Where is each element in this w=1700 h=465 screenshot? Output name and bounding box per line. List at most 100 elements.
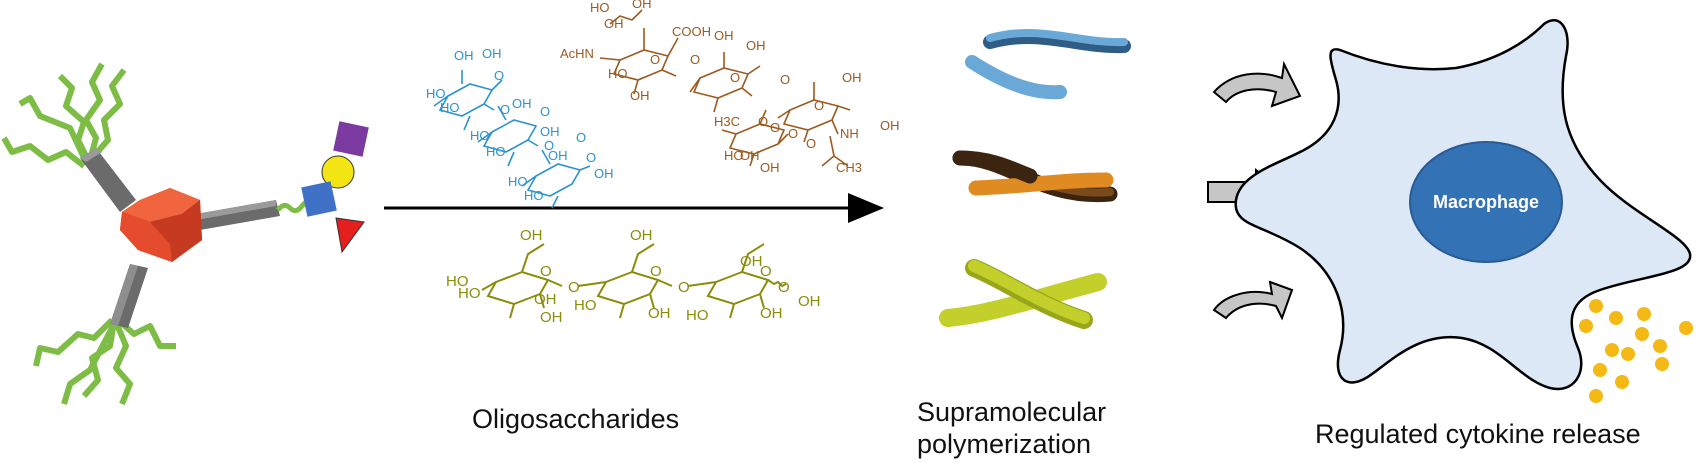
blue-oligosaccharide-structure (433, 70, 591, 209)
atom-label: HO (426, 86, 446, 101)
atom-label: CH3 (836, 160, 862, 175)
atom-label: OH (594, 166, 614, 181)
arm-upper (80, 148, 136, 212)
atom-label: OH (880, 118, 900, 133)
atom-label: O (770, 120, 780, 135)
cytokine-dot (1637, 307, 1651, 321)
atom-label: OH (798, 293, 821, 310)
atom-label: OH (740, 148, 760, 163)
atom-label: O (586, 150, 596, 165)
curved-arrow-lower (1212, 280, 1294, 321)
atom-label: HO (486, 144, 506, 159)
orange-fiber-pair (952, 150, 1118, 203)
atom-label: O (730, 70, 740, 85)
purple-square-icon (333, 121, 369, 157)
arm-lower (110, 264, 148, 328)
atom-label: OH (632, 0, 652, 11)
atom-label: OH (842, 70, 862, 85)
atom-label: HO (590, 0, 610, 15)
atom-label: OH (648, 305, 671, 322)
supramolecular-label-line2: polymerization (917, 429, 1092, 459)
atom-label: O (788, 126, 798, 141)
cytokine-dot (1635, 327, 1649, 341)
atom-label: HO (446, 273, 469, 290)
atom-label: OH (454, 48, 474, 63)
atom-label: O (568, 279, 580, 296)
atom-label: OH (534, 291, 557, 308)
olive-oligosaccharide-labels: OH OH OH HO O O O O O OH HO HO HO OH OH … (446, 227, 821, 326)
atom-label: OH (482, 46, 502, 61)
red-triangle-icon (335, 217, 365, 254)
atom-label: OH (512, 96, 532, 111)
yellow-circle-icon (321, 155, 355, 189)
atom-label: O (650, 52, 660, 67)
lime-fiber-pair (939, 259, 1107, 329)
atom-label: OH (630, 88, 650, 103)
atom-label: O (758, 114, 768, 129)
atom-label: O (500, 102, 510, 117)
central-core (120, 188, 202, 262)
atom-label: OH (760, 160, 780, 175)
cytokine-dot (1615, 375, 1629, 389)
cytokine-dot (1621, 347, 1635, 361)
blue-oligosaccharide-labels: OH OH HO HO O O OH HO HO O O OH O O OH H… (426, 46, 614, 203)
atom-label: HO (458, 285, 481, 302)
cytokine-dot (1593, 363, 1607, 377)
cytokine-dot (1605, 343, 1619, 357)
atom-label: O (690, 52, 700, 67)
olive-oligosaccharide-structure (481, 243, 787, 319)
supramolecular-label-line1: Supramolecular (917, 397, 1107, 427)
cytokine-dot (1679, 321, 1693, 335)
atom-label: HO (686, 307, 709, 324)
atom-label: OH (630, 227, 653, 244)
atom-label: COOH (672, 24, 711, 39)
atom-label: HO (440, 100, 460, 115)
atom-label: O (678, 279, 690, 296)
cytokine-dot (1653, 339, 1667, 353)
tripodal-molecule (1, 62, 369, 406)
atom-label: OH (714, 28, 734, 43)
blue-square-icon (301, 181, 337, 217)
atom-label: AcHN (560, 46, 594, 61)
arm-right (196, 200, 280, 230)
curved-arrow-upper (1212, 60, 1302, 108)
atom-label: H3C (714, 114, 740, 129)
cytokine-dots (1579, 299, 1693, 403)
atom-label: O (780, 72, 790, 87)
atom-label: HO (524, 188, 544, 203)
atom-label: OH (520, 227, 543, 244)
brown-oligosaccharide-labels: HO OH OH COOH AcHN O OH HO O OH OH O O O… (560, 0, 900, 175)
atom-label: HO (470, 128, 490, 143)
atom-label: O (494, 68, 504, 83)
atom-label: O (814, 98, 824, 113)
atom-label: OH (548, 148, 568, 163)
atom-label: O (778, 279, 790, 296)
brown-oligosaccharide-structure (599, 9, 851, 167)
macrophage-nucleus (1409, 141, 1563, 263)
macrophage-label: Macrophage (1433, 192, 1539, 212)
oligosaccharides-label: Oligosaccharides (472, 404, 680, 434)
blue-fiber-pair (965, 29, 1131, 100)
alkyl-chains-lower (33, 317, 176, 406)
alkyl-chains-upper (1, 62, 127, 169)
atom-label: O (540, 104, 550, 119)
atom-label: O (760, 263, 772, 280)
cytokine-dot (1589, 389, 1603, 403)
atom-label: NH (840, 126, 859, 141)
supramolecular-polymerization-label: Supramolecular polymerization (917, 396, 1106, 460)
atom-label: OH (540, 124, 560, 139)
atom-label: HO (508, 174, 528, 189)
cytokine-dot (1655, 357, 1669, 371)
atom-label: O (544, 138, 554, 153)
cytokine-dot (1579, 319, 1593, 333)
atom-label: HO (724, 148, 744, 163)
atom-label: O (576, 130, 586, 145)
cytokine-dot (1609, 311, 1623, 325)
cytokine-dot (1589, 299, 1603, 313)
atom-label: OH (746, 38, 766, 53)
atom-label: OH (760, 305, 783, 322)
atom-label: HO (608, 66, 628, 81)
atom-label: O (650, 263, 662, 280)
atom-label: O (806, 136, 816, 151)
